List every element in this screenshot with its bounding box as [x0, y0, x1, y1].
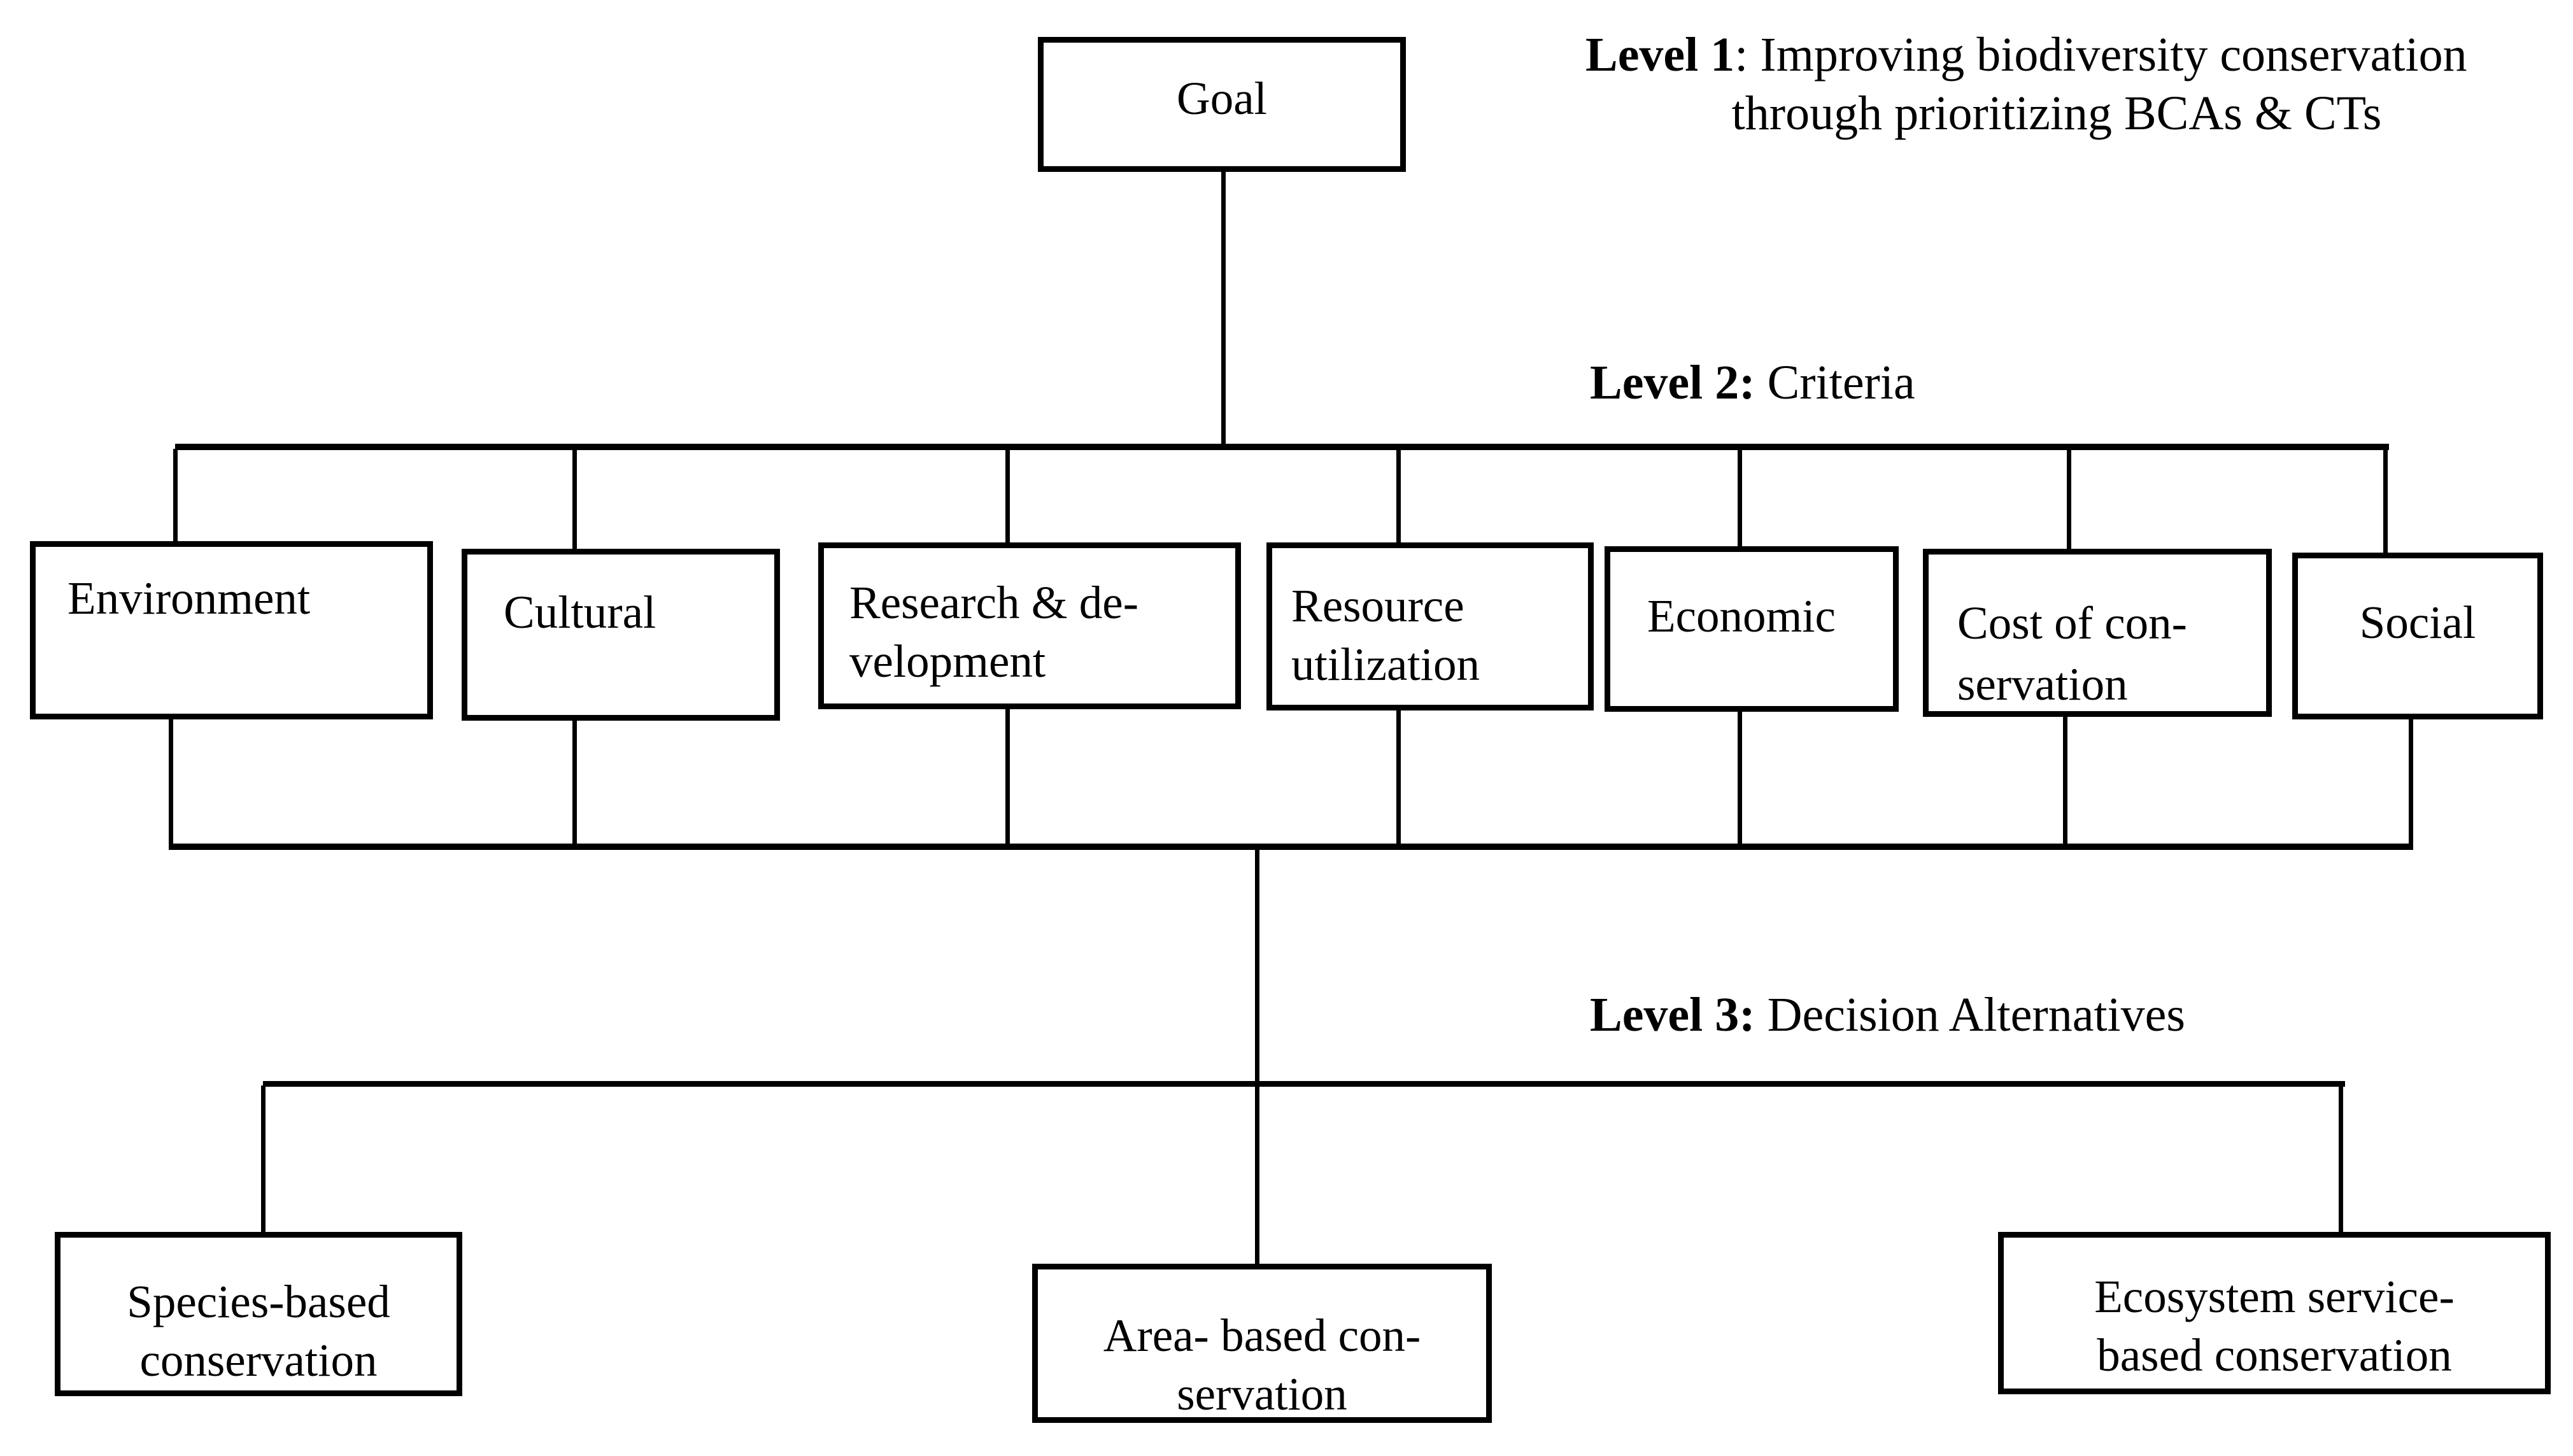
criteria-box-social: Social [2292, 553, 2543, 719]
criteria-box-social-label: Social [2359, 597, 2476, 648]
connector-stub-top-cultural [572, 449, 577, 552]
goal-box-label: Goal [1177, 73, 1267, 124]
level3-label: Level 3: [1590, 988, 1755, 1042]
connector-level3-bus [263, 1081, 2345, 1087]
criteria-box-research-development-label: Research & de- [849, 577, 1139, 628]
criteria-box-economic-label: Economic [1647, 590, 1836, 642]
level2-label: Level 2: [1590, 356, 1755, 409]
alternative-box-ecosystem-label-1: Ecosystem service- [2094, 1271, 2455, 1322]
connector-stub-top-environment [173, 449, 178, 544]
criteria-box-economic: Economic [1605, 546, 1899, 712]
connector-stub-top-economic [1738, 449, 1742, 549]
connector-stub-bottom-cultural [572, 716, 577, 845]
connector-stub-bottom-research [1005, 704, 1010, 845]
connector-level2-bus-top [175, 444, 2389, 450]
connector-central-drop [1255, 849, 1259, 1266]
alternative-box-ecosystem-label-2: based conservation [2097, 1329, 2452, 1381]
level1-annotation: Level 1: Improving biodiversity conserva… [1585, 25, 2528, 143]
alternative-box-ecosystem-service-based-conservation: Ecosystem service- based conservation [1998, 1232, 2551, 1394]
level2-text: Criteria [1755, 356, 1915, 409]
criteria-box-cost-of-conservation-label: Cost of con- [1957, 597, 2187, 649]
alternative-box-area-label-2: servation [1177, 1368, 1347, 1420]
connector-stub-top-resource [1396, 449, 1401, 546]
connector-stub-bottom-cost [2063, 712, 2067, 845]
connector-drop-ecosystem [2339, 1085, 2343, 1234]
connector-level2-bus-bottom [169, 844, 2413, 850]
connector-stub-bottom-economic [1738, 707, 1742, 845]
criteria-box-resource-utilization-label-2: utilization [1291, 639, 1480, 690]
criteria-box-research-development-label-2: velopment [849, 635, 1046, 687]
connector-goal-drop [1221, 171, 1226, 447]
criteria-box-resource-utilization-label: Resource [1291, 580, 1464, 632]
level2-annotation: Level 2: Criteria [1590, 353, 1915, 412]
alternative-box-area-based-conservation: Area- based con- servation [1032, 1264, 1492, 1423]
level1-label: Level 1 [1585, 28, 1735, 81]
level1-text: : Improving biodiversity conservation [1734, 28, 2467, 81]
level1-annotation-line1: Level 1: Improving biodiversity conserva… [1585, 28, 2467, 81]
connector-stub-top-social [2383, 449, 2388, 556]
connector-stub-bottom-social [2409, 714, 2413, 845]
connector-stub-bottom-resource [1396, 705, 1401, 845]
criteria-box-cost-of-conservation: Cost of con- servation [1923, 549, 2272, 717]
criteria-box-environment: Environment [30, 541, 433, 719]
connector-stub-top-research [1005, 449, 1010, 546]
criteria-box-cultural: Cultural [462, 549, 780, 721]
level3-annotation: Level 3: Decision Alternatives [1590, 986, 2185, 1044]
alternative-box-area-label-1: Area- based con- [1103, 1310, 1421, 1361]
criteria-box-cultural-label: Cultural [504, 586, 656, 638]
level1-annotation-line2: through prioritizing BCAs & CTs [1731, 87, 2382, 140]
alternative-box-species-based-conservation: Species-based conservation [55, 1232, 462, 1396]
alternative-box-species-label-1: Species-based [127, 1276, 390, 1327]
criteria-box-environment-label: Environment [67, 572, 311, 624]
connector-stub-top-cost [2067, 449, 2071, 552]
criteria-box-cost-of-conservation-label-2: servation [1957, 658, 2128, 710]
level3-text: Decision Alternatives [1755, 988, 2185, 1042]
criteria-box-resource-utilization: Resource utilization [1266, 542, 1594, 710]
goal-box: Goal [1038, 37, 1406, 172]
criteria-box-research-development: Research & de- velopment [818, 542, 1241, 709]
connector-stub-bottom-environment [169, 714, 173, 845]
alternative-box-species-label-2: conservation [139, 1334, 378, 1386]
connector-drop-species [261, 1085, 266, 1234]
